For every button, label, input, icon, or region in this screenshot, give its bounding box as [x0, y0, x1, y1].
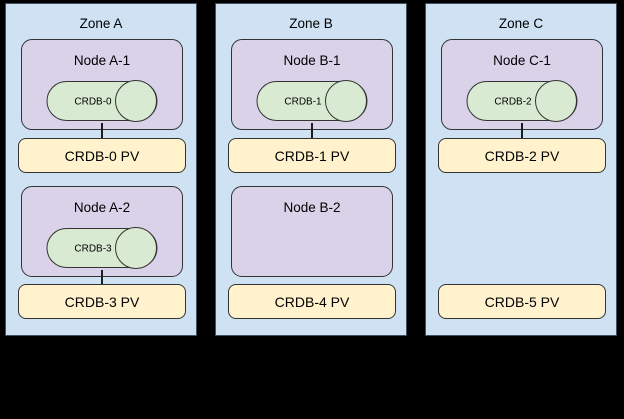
pv-box-unbound: CRDB-5 PV	[438, 284, 606, 319]
crdb-pod-cylinder-icon: CRDB-3	[46, 227, 158, 269]
zone-label: Zone B	[289, 16, 333, 31]
pv-box: CRDB-0 PV	[18, 138, 186, 173]
crdb-pod-cylinder-icon: CRDB-0	[46, 80, 158, 122]
pv-label: CRDB-5 PV	[484, 293, 560, 310]
node-label: Node B-1	[283, 53, 341, 68]
pv-box-unbound: CRDB-4 PV	[228, 284, 396, 319]
pod-label: CRDB-3	[74, 244, 112, 255]
crdb-pod-cylinder-icon: CRDB-1	[256, 80, 368, 122]
connector-line	[101, 123, 103, 139]
pv-label: CRDB-1 PV	[274, 147, 350, 164]
pv-label: CRDB-4 PV	[274, 293, 350, 310]
pod-label: CRDB-2	[494, 97, 532, 108]
pv-label: CRDB-3 PV	[64, 293, 140, 310]
pv-box: CRDB-3 PV	[18, 284, 186, 319]
zone-label: Zone C	[498, 16, 544, 31]
pv-box: CRDB-2 PV	[438, 138, 606, 173]
pv-label: CRDB-2 PV	[484, 147, 560, 164]
connector-line	[101, 270, 103, 285]
node-label: Node B-2	[283, 200, 341, 215]
crdb-pod-cylinder-icon: CRDB-2	[466, 80, 578, 122]
node-label: Node A-1	[73, 53, 131, 68]
pod-label: CRDB-0	[74, 97, 112, 108]
node-label: Node A-2	[73, 200, 131, 215]
pod-label: CRDB-1	[284, 97, 322, 108]
pv-box: CRDB-1 PV	[228, 138, 396, 173]
connector-line	[311, 123, 313, 139]
pv-label: CRDB-0 PV	[64, 147, 140, 164]
zone-b: Zone B Node B-1 CRDB-1 CRDB-1 PV Node B-…	[215, 3, 407, 336]
connector-line	[521, 123, 523, 139]
zone-a: Zone A Node A-1 CRDB-0 CRDB-0 PV Node A-…	[5, 3, 197, 336]
zone-label: Zone A	[79, 16, 123, 31]
node-b-2-empty: Node B-2	[231, 186, 393, 277]
node-label: Node C-1	[493, 53, 551, 68]
node-a-2: Node A-2	[21, 186, 183, 277]
zone-c: Zone C Node C-1 CRDB-2 CRDB-2 PV CRDB-5 …	[425, 3, 617, 336]
